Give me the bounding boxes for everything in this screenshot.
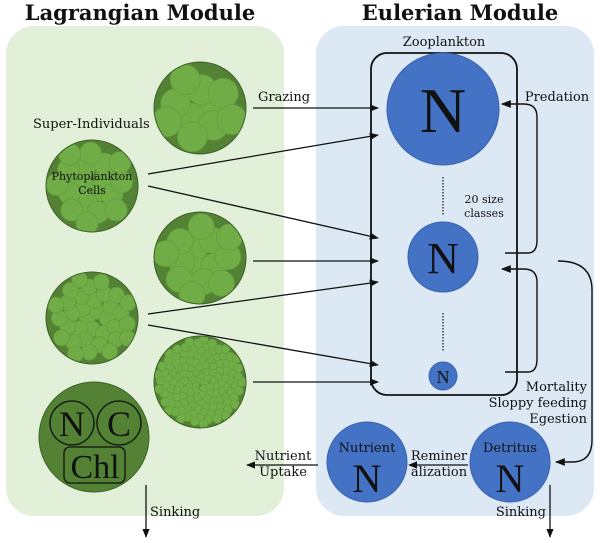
detritus-pool-symbol: N — [496, 456, 525, 501]
phytoplankton-cell — [184, 337, 195, 347]
phytoplankton-cell — [230, 399, 240, 410]
detritus-sinking-label: Sinking — [496, 505, 546, 520]
phytoplankton-cell — [199, 336, 209, 345]
carbon-state-circle — [96, 400, 142, 446]
zooplankton-label: Zooplankton — [403, 35, 486, 50]
phytoplankton-cell — [53, 329, 70, 347]
phytoplankton-cell — [118, 315, 136, 333]
phytoplankton-cell — [198, 419, 209, 428]
grazing-arrows — [147, 104, 379, 386]
phytoplankton-cell — [62, 282, 79, 299]
chlorophyll-state-box — [63, 446, 126, 484]
phytoplankton-cell — [46, 173, 69, 196]
phytoplankton-cell — [208, 269, 235, 297]
phytoplankton-cell — [187, 213, 215, 240]
phytoplankton-cell — [75, 212, 99, 232]
grazing-label: Grazing — [258, 90, 310, 105]
nutrient-uptake-label: Nutrient — [255, 449, 312, 464]
detritus-pool-label: Detritus — [483, 441, 537, 456]
remineralization-label: Reminer — [411, 449, 468, 464]
nitrogen-state-circle — [49, 400, 95, 446]
nutrient-pool-label: Nutrient — [339, 441, 396, 456]
phytoplankton-cell — [176, 413, 186, 424]
phytoplankton-cell — [101, 342, 118, 360]
super-individual-small-cells — [45, 271, 139, 365]
nitrogen-state-label: N — [59, 404, 85, 444]
super-individual-medium-cells — [153, 211, 247, 305]
phytoplankton-cell — [79, 141, 102, 165]
zooplankton-small-class — [428, 361, 458, 391]
zooplankton-medium-class — [407, 221, 479, 293]
phytoplankton-cell — [233, 363, 244, 373]
phytoplankton-cell — [234, 385, 244, 396]
phytoplankton-cell — [178, 281, 206, 304]
zooplankton-large-class — [386, 52, 500, 166]
phytoplankton-cell — [216, 104, 246, 135]
lagrangian-sinking-label: Sinking — [150, 505, 200, 520]
size-classes-label-2: classes — [464, 207, 504, 220]
zooplankton-large-symbol: N — [420, 75, 466, 146]
super-individual-phyto-cells — [45, 139, 139, 233]
phytoplankton-cell — [71, 272, 88, 289]
super-individuals-label: Super-Individuals — [33, 117, 150, 132]
phyto-cells-label: Phytoplankton — [52, 170, 133, 183]
nutrient-pool-symbol: N — [353, 456, 382, 501]
detritus-pool — [469, 421, 551, 503]
phytoplankton-cell — [81, 343, 98, 361]
size-classes-label: 20 size — [465, 193, 504, 206]
nutrient-uptake-label-2: Uptake — [259, 465, 307, 480]
phytoplankton-cell — [220, 343, 231, 354]
phytoplankton-cell — [177, 121, 208, 153]
zooplankton-medium-symbol: N — [427, 234, 459, 283]
mortality-arrow — [555, 260, 593, 466]
phytoplankton-cell — [160, 397, 170, 407]
nutrient-pool — [326, 421, 408, 503]
egestion-label: Egestion — [529, 412, 587, 427]
phytoplankton-cell — [172, 344, 182, 355]
phytoplankton-cell — [93, 273, 110, 291]
lagrangian-module-title: Lagrangian Module — [25, 0, 255, 25]
state-variable-cell — [38, 381, 150, 493]
phytoplankton-cell — [104, 198, 128, 222]
phytoplankton-cell — [154, 240, 179, 267]
phyto-cells-label-2: Cells — [78, 184, 106, 197]
phytoplankton-cell — [207, 78, 239, 109]
phytoplankton-cell — [212, 413, 222, 424]
eulerian-module-title: Eulerian Module — [362, 0, 558, 25]
phytoplankton-cell — [60, 198, 84, 222]
remineralization-label-2: alization — [411, 465, 468, 480]
phytoplankton-cell — [237, 377, 246, 387]
phytoplankton-cell — [190, 416, 200, 427]
chlorophyll-state-label: Chl — [70, 449, 119, 486]
phytoplankton-cell — [157, 361, 168, 372]
predation-arrows — [501, 100, 538, 373]
predation-label: Predation — [525, 90, 590, 105]
sloppy-feeding-label: Sloppy feeding — [489, 396, 587, 411]
carbon-state-label: C — [107, 404, 131, 444]
phytoplankton-cell — [154, 384, 164, 395]
phytoplankton-cell — [108, 151, 132, 174]
super-individual-large-cells — [153, 61, 247, 155]
phytoplankton-cell — [207, 338, 217, 349]
super-individual-tiny-cells — [153, 335, 247, 429]
phytoplankton-cell — [108, 286, 125, 304]
mortality-label: Mortality — [526, 380, 588, 395]
zooplankton-small-symbol: N — [437, 367, 450, 387]
